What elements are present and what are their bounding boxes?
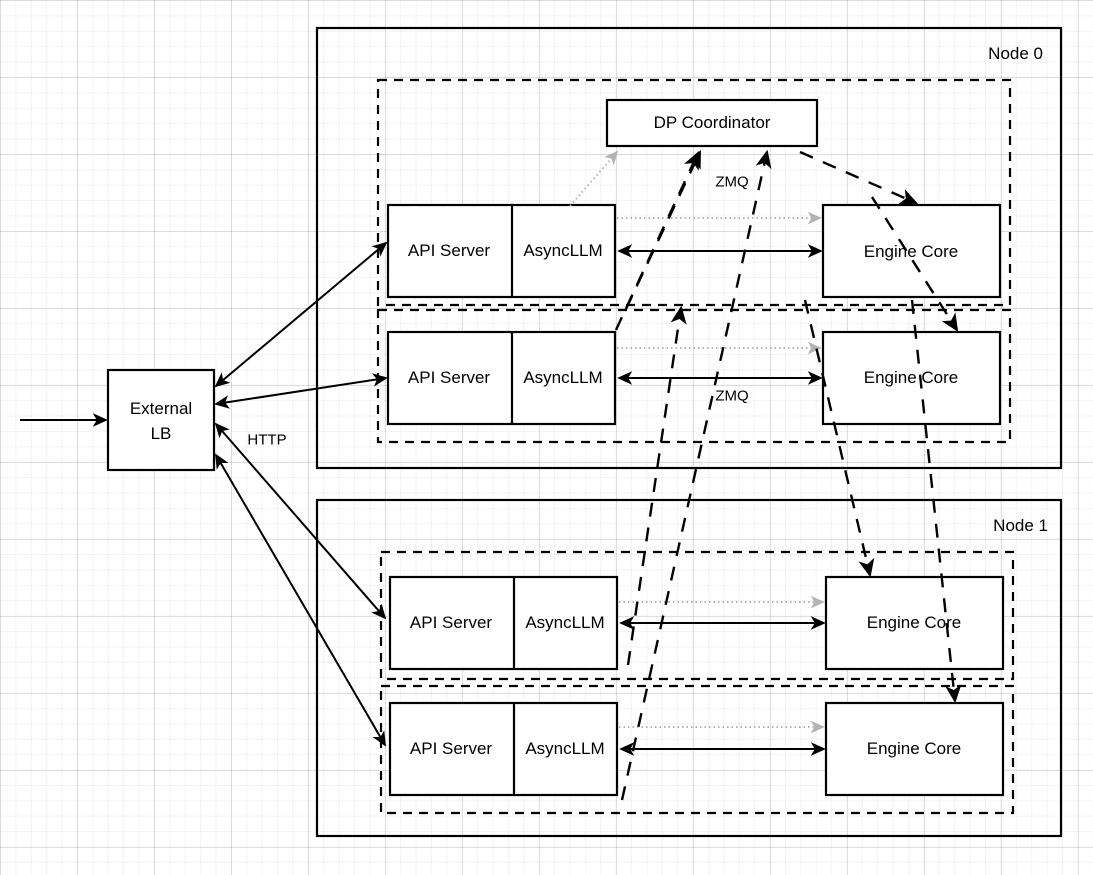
- lb-to-node1-group1-api-arrow: [215, 453, 386, 747]
- node-1-group-1-api-async-box[interactable]: [388, 701, 619, 797]
- node-0-group-0-asyncllm-to-coordinator-dotted-arrow: [569, 150, 619, 207]
- node-0-group-1-api-async-box[interactable]: [386, 330, 617, 426]
- lb-to-node0-group1-api-arrow: [214, 373, 388, 409]
- external-lb-box[interactable]: [106, 368, 216, 472]
- node-1-group-0-engine-core-box[interactable]: [824, 575, 1005, 671]
- coordinator-to-node-0-group-1-engine-arrow: [870, 196, 959, 332]
- coordinator-to-node-0-group-0-engine-arrow: [799, 150, 919, 205]
- node-0-group-0-boundary: [376, 78, 1012, 307]
- node-0-group-0-engine-core-box[interactable]: [821, 203, 1002, 299]
- coordinator-to-node-1-group-0-engine-arrow: [803, 299, 875, 578]
- lb-to-node0-group0-api-arrow: [214, 241, 388, 388]
- node-0-group-0-api-async-box[interactable]: [386, 203, 617, 299]
- node-1-group-1-boundary: [379, 684, 1015, 815]
- lb-to-node1-group0-api-arrow: [214, 422, 387, 620]
- node-1-group-0-asyncllm-to-coordinator-arrow: [626, 305, 687, 666]
- coordinator-to-node-1-group-1-engine-arrow: [910, 299, 962, 704]
- dp-coordinator-box[interactable]: [605, 98, 819, 148]
- node-1-group-0-boundary: [379, 550, 1015, 681]
- node-0-group-1-engine-core-box[interactable]: [821, 330, 1002, 426]
- node-1-group-0-api-async-box[interactable]: [388, 575, 619, 671]
- node-0-group-1-asyncllm-to-coordinator-arrow: [614, 150, 700, 331]
- node-1-group-1-asyncllm-to-coordinator-arrow: [620, 149, 772, 801]
- node-1-group-1-engine-core-box[interactable]: [824, 701, 1005, 797]
